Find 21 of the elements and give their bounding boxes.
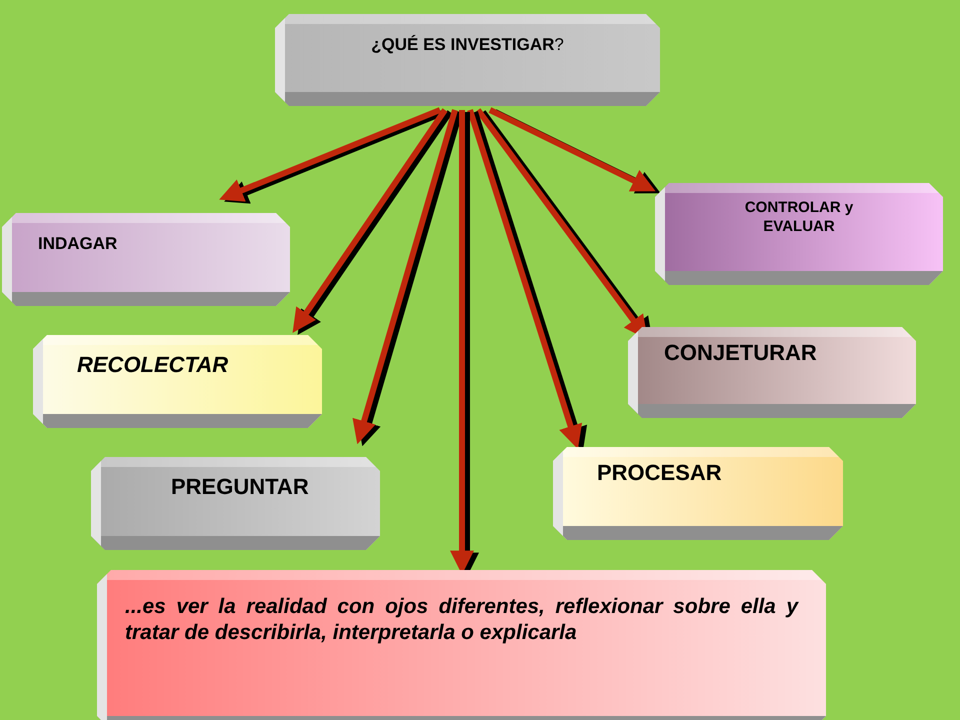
box-label: CONTROLAR y EVALUAR (744, 199, 854, 236)
box-label: CONJETURAR (664, 339, 817, 366)
beveled-box (33, 335, 322, 428)
beveled-box (2, 213, 290, 306)
arrow (292, 108, 448, 333)
beveled-box (655, 183, 943, 285)
arrow (352, 109, 458, 444)
arrow (467, 109, 582, 450)
beveled-box (97, 570, 826, 720)
box-label: PREGUNTAR (171, 473, 309, 500)
beveled-box (628, 327, 916, 418)
beveled-box (275, 14, 660, 106)
beveled-box (553, 447, 843, 540)
arrow (488, 107, 656, 192)
box-label: ¿QUÉ ES INVESTIGAR? (371, 34, 564, 56)
box-label: PROCESAR (597, 459, 722, 486)
box-label: INDAGAR (38, 233, 118, 254)
arrow (219, 107, 442, 202)
box-label: RECOLECTAR (77, 351, 228, 378)
beveled-box (91, 457, 380, 550)
box-label: ...es ver la realidad con ojos diferentes, reflexionar sobre ella y tratar de describirla, interpretarla o explicarla (125, 594, 798, 646)
